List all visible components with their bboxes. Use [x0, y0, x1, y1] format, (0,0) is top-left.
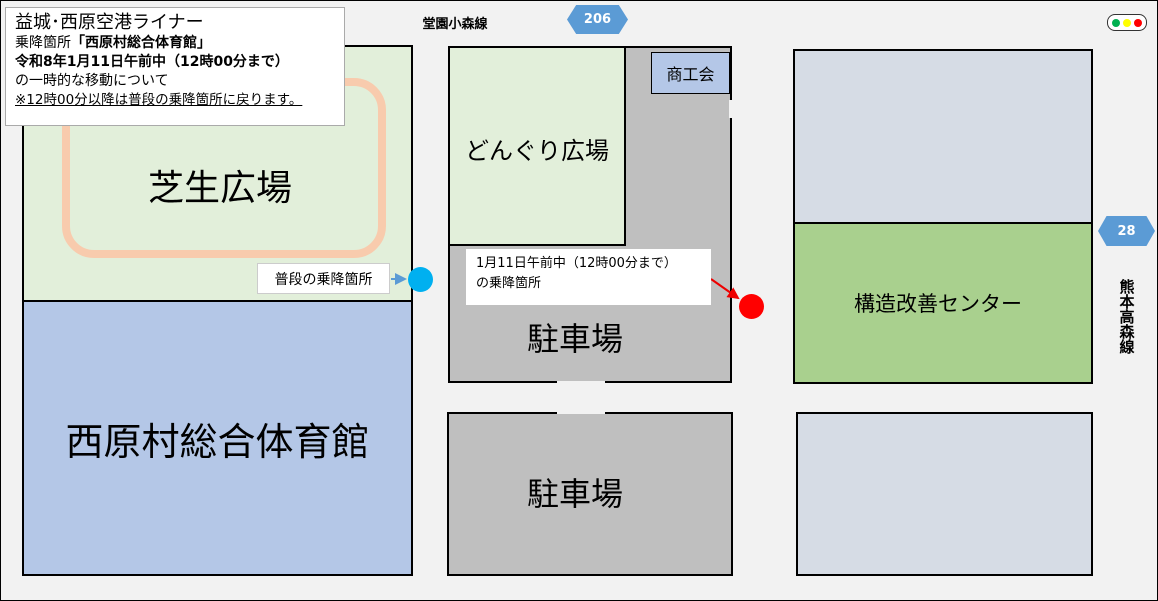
gym-label: 西原村総合体育館 [65, 419, 370, 464]
gym-block [22, 300, 413, 576]
building-bottom-right [796, 412, 1093, 576]
notice-title: 益城･西原空港ライナー [15, 12, 204, 33]
route-28-badge: 28 [1098, 216, 1155, 246]
center-block [793, 222, 1093, 384]
usual-stop-marker[interactable] [408, 267, 433, 292]
temp-stop-line1: 1月11日午前中（12時00分まで） [476, 256, 677, 271]
donguri-plaza-label: どんぐり広場 [465, 136, 609, 165]
notice-location: 「西原村総合体育館」 [71, 35, 211, 51]
shiba-plaza-label: 芝生広場 [147, 168, 292, 209]
temp-stop-label: 1月11日午前中（12時00分まで） の乗降箇所 [466, 249, 711, 305]
temp-stop-line2: の乗降箇所 [476, 276, 542, 291]
temp-stop-marker[interactable] [739, 294, 764, 319]
building-top-right [793, 49, 1093, 224]
notice-date: 令和8年1月11日午前中（12時00分まで） [15, 54, 289, 70]
parking-2-label: 駐車場 [526, 475, 623, 513]
road-top-label: 堂園小森線 [422, 16, 488, 32]
notice-line4: ※12時00分以降は普段の乗降箇所に戻ります。 [15, 92, 303, 108]
traffic-light-icon [1107, 14, 1147, 31]
parking-1-label: 駐車場 [526, 320, 623, 358]
shokokai-block: 商工会 [651, 52, 730, 94]
center-label: 構造改善センター [854, 292, 1022, 316]
route-206-badge: 206 [567, 5, 628, 34]
usual-stop-label: 普段の乗降箇所 [257, 263, 390, 294]
notice-line1: 乗降箇所 [15, 35, 71, 51]
notice-line3: の一時的な移動について [15, 73, 169, 89]
notice-box: 益城･西原空港ライナー 乗降箇所「西原村総合体育館」 令和8年1月11日午前中（… [5, 7, 345, 126]
road-right-label: 熊本高森線 [1117, 278, 1136, 354]
donguri-plaza-block [448, 46, 626, 246]
